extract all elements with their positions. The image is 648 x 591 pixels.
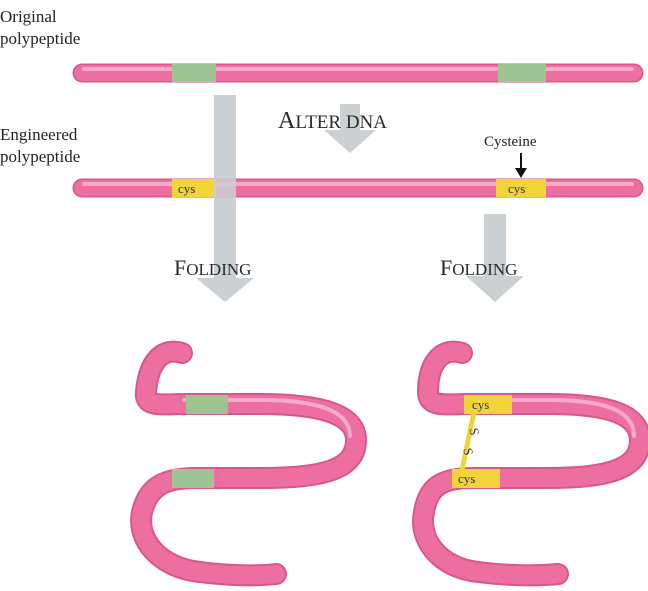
folded-green-region-bottom: [172, 469, 214, 488]
engineered-polypeptide: [82, 179, 634, 197]
disulfide-s-top: S: [466, 427, 482, 437]
original-label-line2: polypeptide: [0, 29, 80, 48]
folded-chain-original: [141, 352, 356, 576]
folding-label-left: FOLDING: [174, 255, 251, 280]
original-label-line1: Original: [0, 7, 57, 26]
cysteine-pointer-arrow: [515, 153, 527, 178]
folded-chain-engineered: [423, 352, 640, 576]
original-polypeptide: [82, 64, 634, 82]
folding-arrow-left-overlay: [214, 178, 236, 198]
disulfide-s-bottom: S: [460, 447, 476, 457]
engineered-label-line2: polypeptide: [0, 147, 80, 166]
disulfide-bond: [462, 412, 474, 470]
original-green-region-right: [498, 64, 546, 82]
alter-dna-label: ALTER DNA: [278, 108, 387, 134]
folding-arrow-right: [466, 214, 524, 302]
original-green-region-left: [172, 64, 216, 82]
cysteine-label: Cysteine: [484, 134, 537, 150]
folded-cys-label-top: cys: [472, 397, 489, 412]
engineered-label-line1: Engineered: [0, 125, 78, 144]
cys-label-left: cys: [178, 181, 195, 196]
cys-label-right: cys: [508, 181, 525, 196]
folded-green-region-top: [186, 395, 228, 414]
folded-cys-label-bottom: cys: [458, 471, 475, 486]
